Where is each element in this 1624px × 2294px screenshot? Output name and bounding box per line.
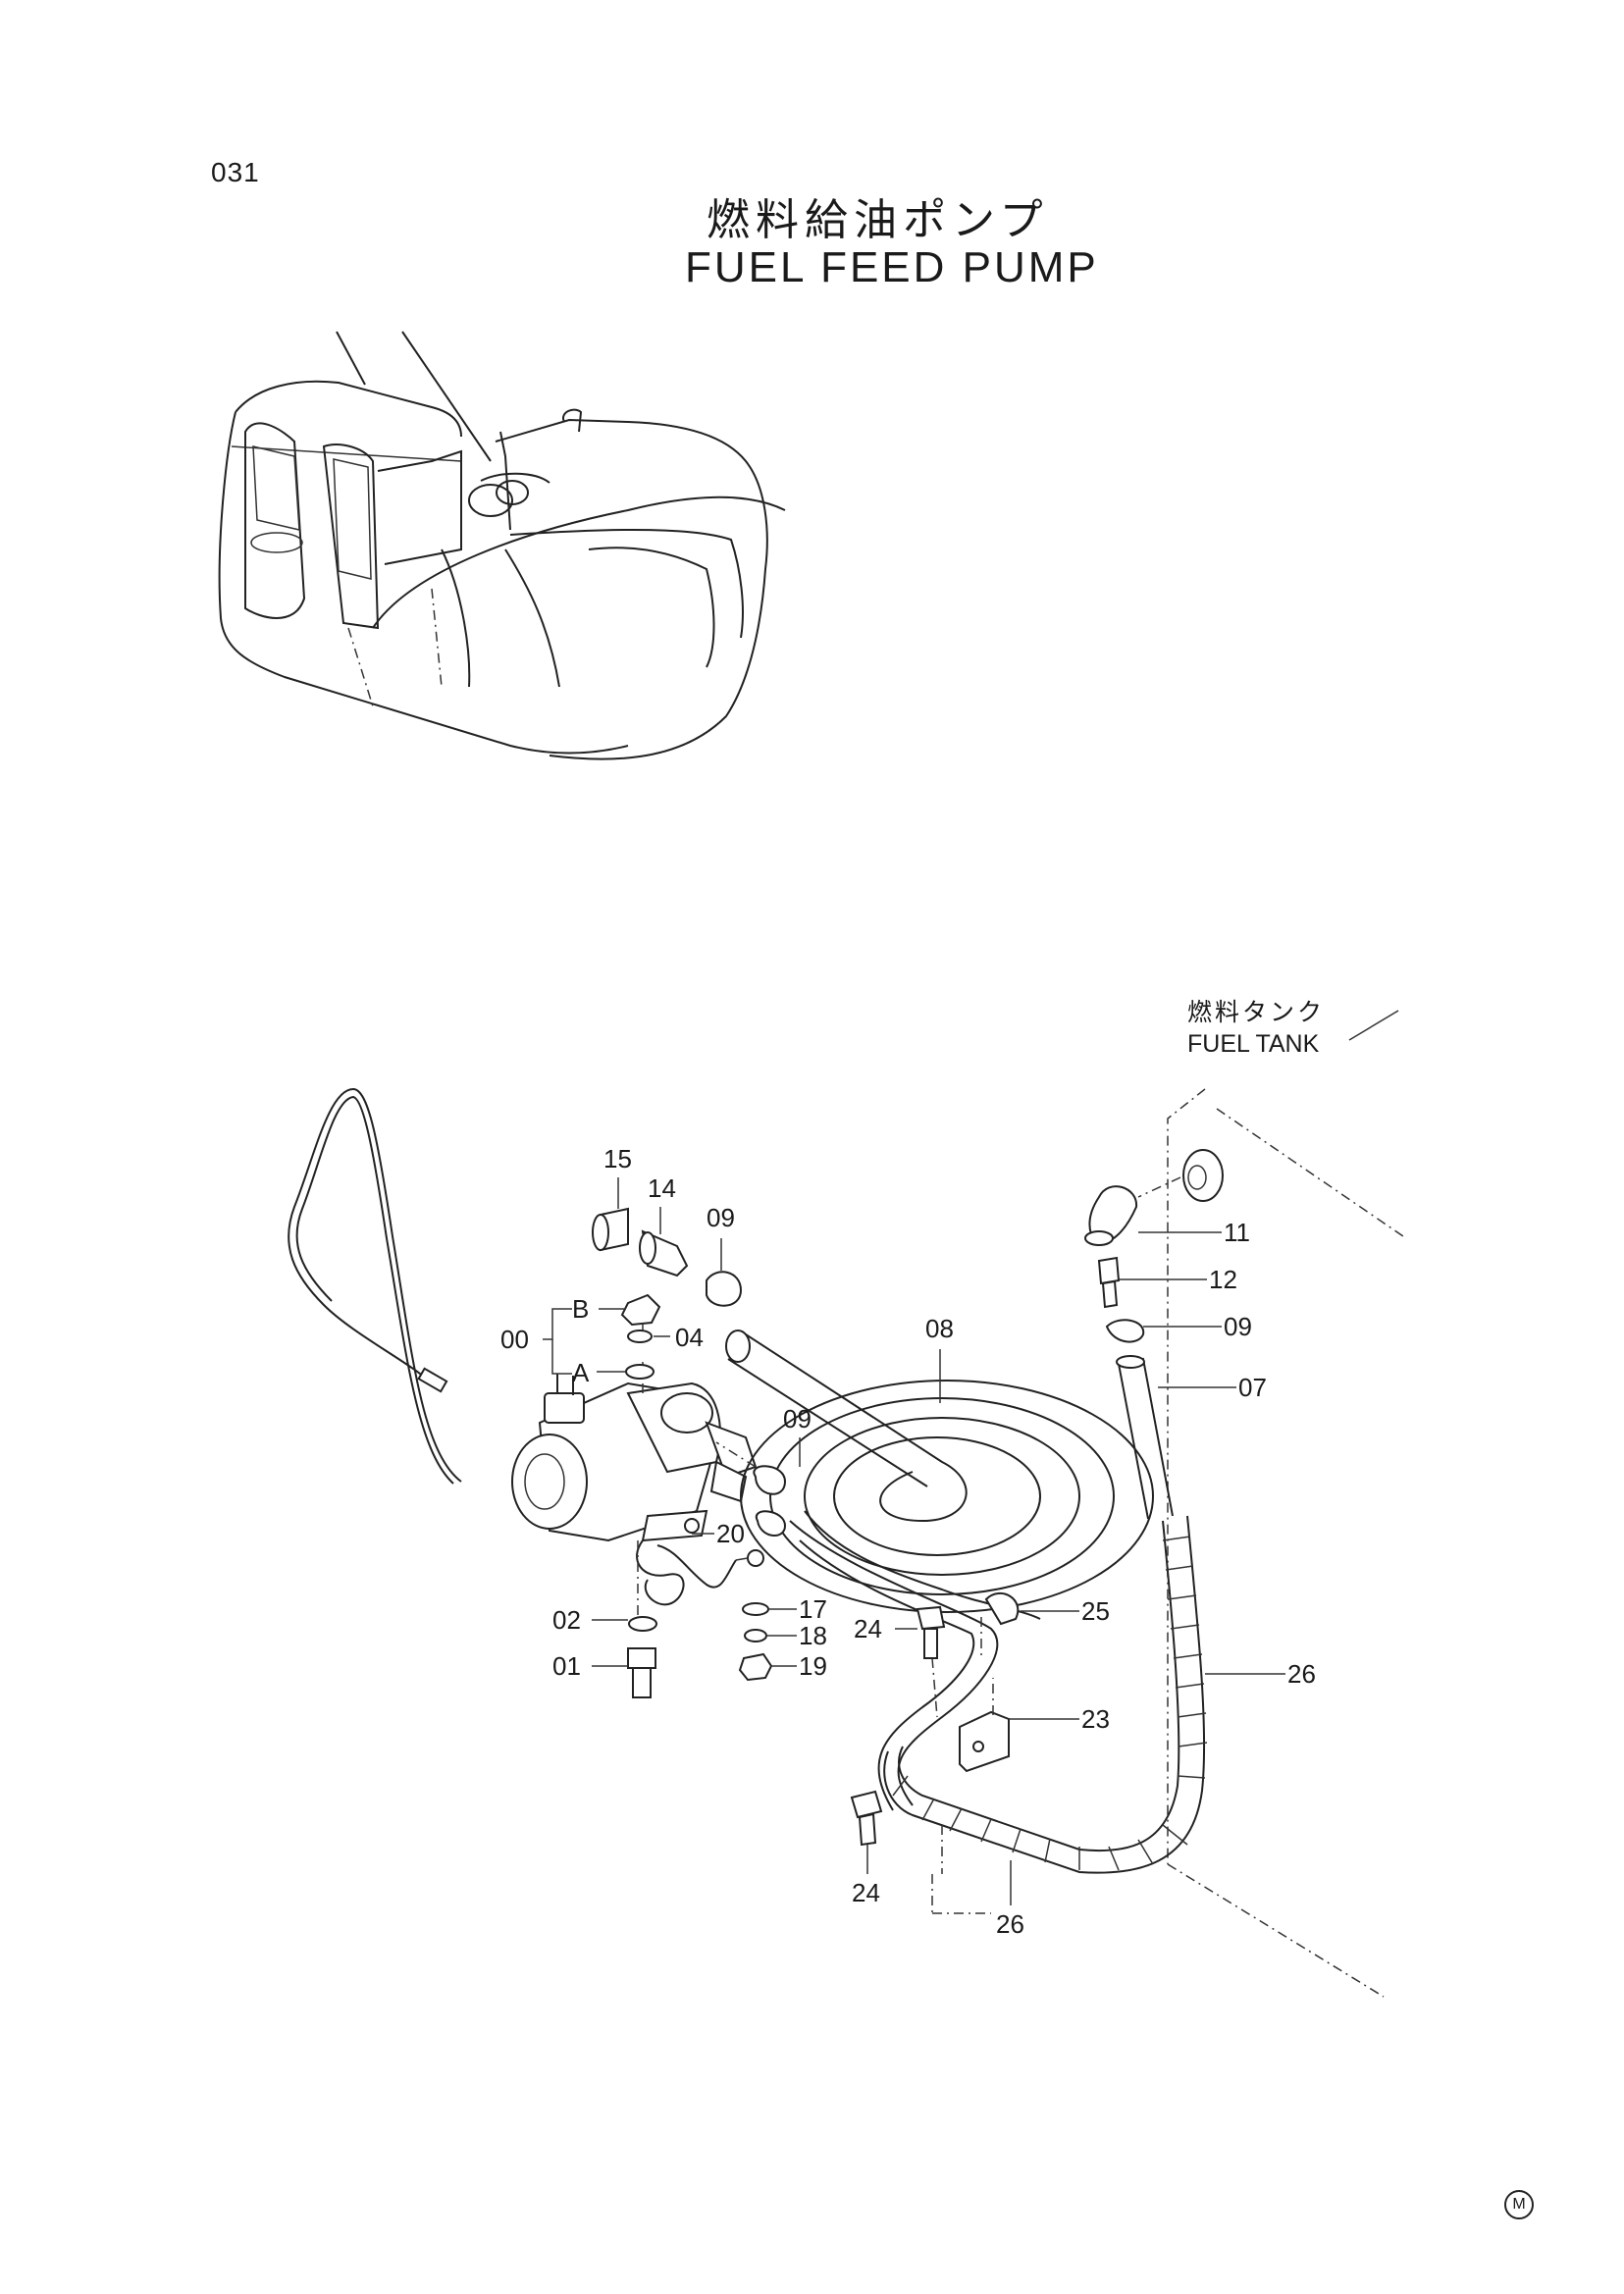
callout-a: A <box>572 1358 590 1387</box>
title-english: FUEL FEED PUMP <box>685 243 1099 291</box>
elbow-11 <box>1088 1185 1138 1243</box>
callout-14: 14 <box>648 1173 676 1203</box>
nut-19 <box>738 1652 773 1682</box>
callout-19: 19 <box>799 1651 827 1681</box>
callout-24-lower: 24 <box>852 1878 880 1907</box>
bolt-24-lower <box>850 1790 883 1819</box>
callout-08: 08 <box>925 1314 954 1343</box>
fuel-tank-outline <box>1167 1010 1404 1998</box>
feed-pump <box>511 1305 764 1619</box>
callout-02: 02 <box>552 1605 581 1635</box>
callout-26-right: 26 <box>1287 1659 1316 1689</box>
leader-lines <box>543 1177 1285 1905</box>
clamp-09-middle <box>753 1465 787 1495</box>
callout-12: 12 <box>1209 1265 1237 1294</box>
callout-11: 11 <box>1224 1218 1250 1247</box>
callout-23: 23 <box>1081 1704 1110 1734</box>
washer-04 <box>627 1329 653 1343</box>
callout-18: 18 <box>799 1621 827 1650</box>
callout-00: 00 <box>500 1325 529 1354</box>
part-09-clamp-top <box>706 1271 743 1307</box>
callout-09-right: 09 <box>1224 1312 1252 1341</box>
washer-17 <box>742 1602 769 1616</box>
fuel-tank-label-japanese: 燃料タンク <box>1187 998 1326 1026</box>
washer-02 <box>628 1616 657 1632</box>
adapter-12 <box>1097 1256 1121 1285</box>
callout-07: 07 <box>1238 1373 1267 1402</box>
washer-18 <box>744 1629 767 1642</box>
callout-b: B <box>572 1294 589 1324</box>
clip-25 <box>984 1592 1020 1626</box>
callout-09-upper: 09 <box>707 1203 735 1232</box>
callout-09-middle: 09 <box>783 1404 812 1434</box>
callout-01: 01 <box>552 1651 581 1681</box>
callout-24-upper: 24 <box>854 1614 882 1643</box>
corner-m-mark: M <box>1504 2190 1534 2219</box>
fittings-left <box>592 1207 773 1698</box>
bolt-24-upper <box>916 1605 946 1631</box>
clamp-09-right <box>1105 1319 1145 1343</box>
page-number: 031 <box>211 157 260 187</box>
tank-outlet-fitting <box>1182 1149 1224 1202</box>
hose-coil <box>715 1329 1154 1811</box>
bolt-01 <box>627 1647 656 1669</box>
title-japanese: 燃料給油ポンプ <box>707 195 1049 245</box>
callout-15: 15 <box>603 1144 632 1173</box>
nut-b <box>620 1293 661 1327</box>
fuel-tank-label-english: FUEL TANK <box>1187 1030 1320 1058</box>
callouts: 15 14 09 B 00 04 A 08 09 11 12 09 07 20 … <box>500 1144 1316 1939</box>
sensor-cable <box>288 1087 462 1485</box>
callout-04: 04 <box>675 1323 704 1352</box>
washer-a <box>625 1364 655 1380</box>
fittings-right <box>850 1176 1208 1914</box>
bracket-23 <box>959 1710 1010 1773</box>
callout-17: 17 <box>799 1594 827 1624</box>
callout-26-lower: 26 <box>996 1909 1024 1939</box>
callout-20: 20 <box>716 1519 745 1548</box>
excavator-overview <box>218 331 786 760</box>
callout-25: 25 <box>1081 1596 1110 1626</box>
sensor-probe <box>417 1367 448 1393</box>
